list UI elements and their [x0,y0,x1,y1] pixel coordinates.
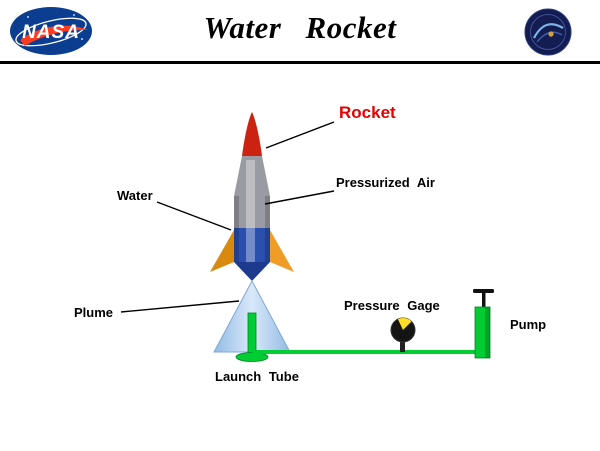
water-label: Water [117,188,153,203]
rocket-nose-cone [242,112,262,156]
rocket-shoulder [234,156,270,196]
pointer-line-pressurized-air [264,190,335,205]
pump-label: Pump [510,317,547,332]
pump-body [474,306,491,359]
aeronautics-seal-icon [524,8,572,56]
pointer-line-rocket [265,121,335,149]
pressure-gage-label: Pressure Gage [344,298,440,313]
pressure-gage-needle [397,317,412,330]
rocket-fin-left [210,230,234,272]
body-highlight [246,160,255,262]
rocket-fin-right [270,230,294,272]
pointer-line-water [156,201,232,231]
rocket-body-air-section [234,196,270,228]
rocket-label: Rocket [339,103,396,122]
pump-handle-bar [473,289,494,293]
header-divider [0,61,600,64]
pump-handle-rod [482,292,486,308]
page-title: Water Rocket [203,10,397,45]
launch-tube-label: Launch Tube [215,369,299,384]
nasa-red-swoosh [20,25,88,46]
plume-label: Plume [74,305,114,320]
nasa-logo: NASA [10,7,92,55]
rocket-water-section [234,228,270,262]
body-shade-left [234,196,239,262]
supply-pipe [252,350,478,354]
nasa-orbit-ring [15,17,87,47]
pointer-line-plume [120,300,240,313]
rocket-nozzle [234,262,270,281]
pressurized-air-label: Pressurized Air [336,175,435,190]
nasa-logo-text: NASA [22,22,80,43]
pump-body-shade [485,307,490,358]
body-shade-right [265,196,270,262]
gage-stem [400,341,405,352]
